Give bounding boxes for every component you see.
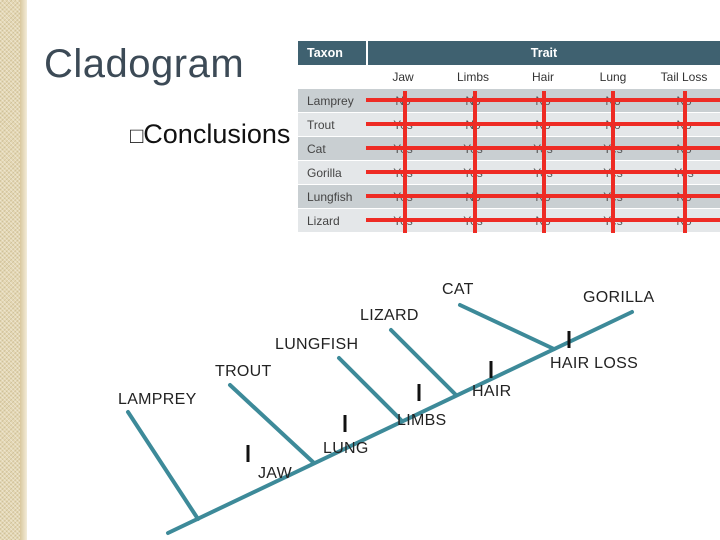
- branch-lungfish: [337, 356, 404, 423]
- row-taxon-name: Lamprey: [307, 94, 354, 108]
- taxon-label-lizard: LIZARD: [360, 307, 419, 324]
- row-taxon-name: Lungfish: [307, 190, 353, 204]
- trait-subheader-row: Jaw Limbs Hair Lung Tail Loss: [298, 65, 720, 89]
- trait-col-lung: Lung: [599, 70, 627, 84]
- trait-label-lung: LUNG: [323, 440, 369, 457]
- trait-col-jaw: Jaw: [392, 70, 414, 84]
- trait-col-limbs: Limbs: [456, 70, 489, 84]
- trait-header: Trait: [368, 41, 720, 65]
- taxon-label-lamprey: LAMPREY: [118, 391, 197, 408]
- bullet-conclusions: □Conclusions: [130, 119, 290, 150]
- branch-lamprey: [126, 410, 200, 521]
- taxon-label-trout: TROUT: [215, 363, 272, 380]
- slide-title: Cladogram: [44, 42, 245, 86]
- strike-line-vertical: [542, 91, 546, 233]
- strike-line-vertical: [403, 91, 407, 233]
- strike-line-vertical: [611, 91, 615, 233]
- taxon-label-lungfish: LUNGFISH: [275, 336, 359, 353]
- trait-col-hair: Hair: [531, 70, 554, 84]
- decorative-sidebar: [0, 0, 20, 540]
- sidebar-edge: [20, 0, 27, 540]
- taxon-label-gorilla: GORILLA: [583, 289, 655, 306]
- branch-lizard: [389, 328, 458, 397]
- bullet-text: Conclusions: [143, 119, 291, 149]
- trait-table: Taxon Trait Jaw Limbs Hair Lung Tail Los…: [298, 41, 720, 233]
- strike-line-vertical: [473, 91, 477, 233]
- trait-label-jaw: JAW: [258, 465, 293, 482]
- trait-label-limbs: LIMBS: [397, 412, 447, 429]
- trait-col-tail-loss: Tail Loss: [660, 70, 708, 84]
- trait-label-hair-loss: HAIR LOSS: [550, 355, 639, 372]
- strike-line-vertical: [683, 91, 687, 233]
- row-taxon-name: Gorilla: [307, 166, 342, 180]
- branch-trout: [228, 383, 316, 465]
- taxon-label-cat: CAT: [442, 281, 474, 298]
- row-taxon-name: Lizard: [307, 214, 340, 228]
- trait-label-hair: HAIR: [472, 383, 512, 400]
- row-taxon-name: Cat: [307, 142, 326, 156]
- row-taxon-name: Trout: [307, 118, 335, 132]
- taxon-header: Taxon: [298, 41, 366, 65]
- bullet-icon: □: [130, 123, 144, 148]
- branch-cat: [458, 303, 556, 351]
